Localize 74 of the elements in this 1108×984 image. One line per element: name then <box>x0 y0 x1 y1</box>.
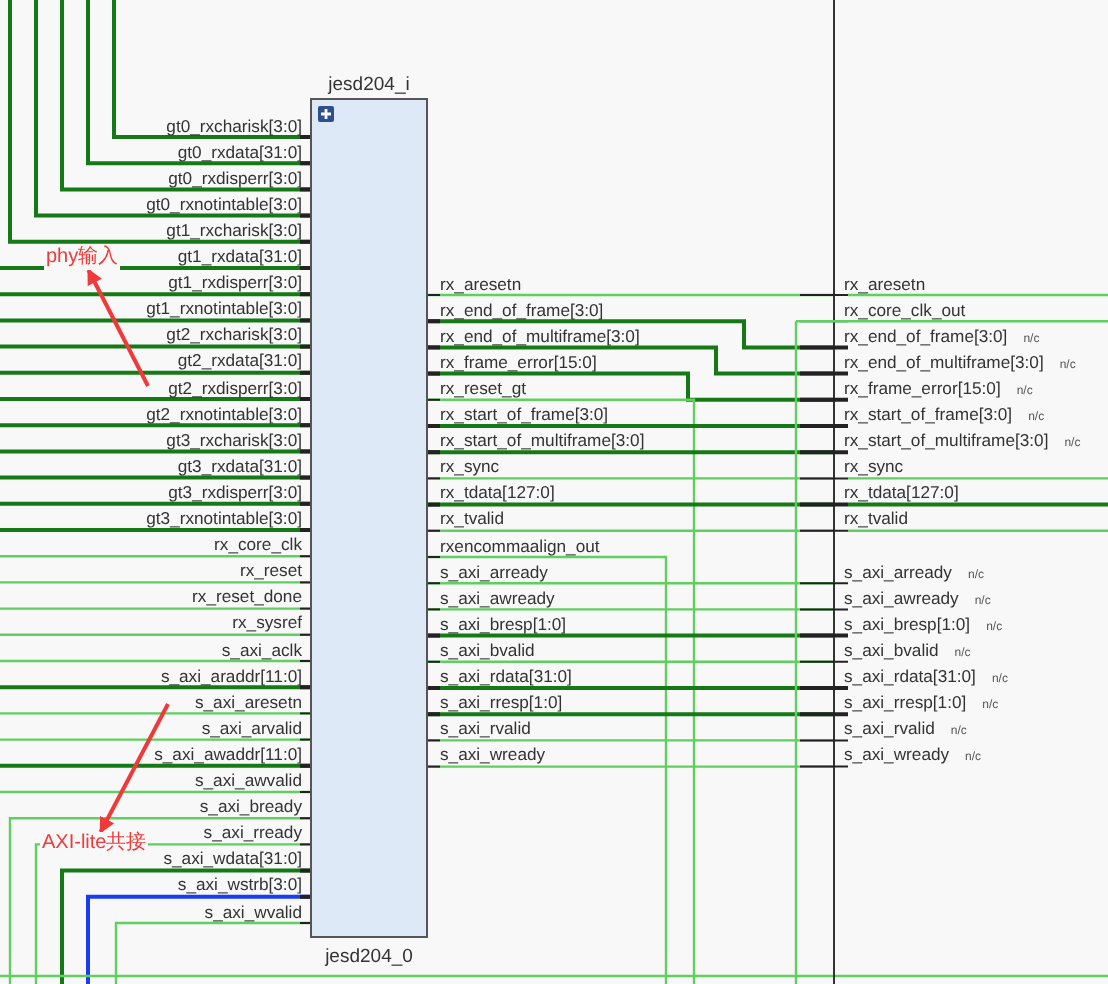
pin-label: gt1_rxdisperr[3:0] <box>168 272 302 295</box>
pin-label: gt3_rxcharisk[3:0] <box>166 429 302 452</box>
pin-label: gt0_rxcharisk[3:0] <box>166 115 302 137</box>
pin-label: rx_start_of_frame[3:0] <box>440 404 609 426</box>
pin-label: rx_tvalid <box>440 508 504 531</box>
pin-label: rx_aresetn <box>440 273 522 295</box>
pin-label: rx_frame_error[15:0] <box>440 351 597 374</box>
pin-label: rx_core_clk <box>214 534 302 557</box>
pin-label: s_axi_bvalid <box>440 639 535 662</box>
pin-label: gt0_rxdata[31:0] <box>177 141 302 164</box>
pin-label: rx_reset_gt <box>440 377 526 400</box>
pin-label: s_axi_awaddr[11:0] <box>154 743 302 766</box>
pin-label: s_axi_awready <box>440 587 555 610</box>
pin-label: s_axi_rdata[31:0] <box>440 666 572 688</box>
pin-label: gt2_rxnotintable[3:0] <box>146 403 302 426</box>
pin-label: s_axi_wstrb[3:0] <box>177 874 302 897</box>
port-label: s_axi_rresp[1:0] <box>844 692 967 713</box>
pin-label: s_axi_arready <box>440 561 548 584</box>
pin-label: gt2_rxdisperr[3:0] <box>168 377 302 399</box>
port-label: rx_end_of_multiframe[3:0] <box>844 351 1044 372</box>
port-label: s_axi_arready <box>844 561 952 582</box>
pin-label: s_axi_bready <box>199 796 302 819</box>
pin-label: rx_sync <box>440 456 500 479</box>
port-label: rx_start_of_frame[3:0] <box>844 404 1013 424</box>
port-label: rx_tvalid <box>844 508 908 529</box>
pin-label: s_axi_wready <box>440 744 546 767</box>
pin-label: gt1_rxcharisk[3:0] <box>166 219 302 242</box>
pin-label: s_axi_rvalid <box>440 718 531 741</box>
annotation-text: phy输入 <box>44 246 121 270</box>
pin-label: gt0_rxnotintable[3:0] <box>146 193 302 216</box>
pin-label: gt2_rxdata[31:0] <box>177 350 302 373</box>
port-label: s_axi_bresp[1:0] <box>844 613 971 634</box>
port-label: s_axi_wready <box>844 744 950 765</box>
pin-label: s_axi_awvalid <box>194 770 302 792</box>
block-name: jesd204_i <box>328 74 410 96</box>
pin-label: s_axi_rready <box>203 822 302 845</box>
port-label: rx_sync <box>844 456 904 477</box>
pin-label: rx_end_of_multiframe[3:0] <box>440 325 640 348</box>
pin-label: s_axi_aclk <box>221 639 302 661</box>
pin-label: rx_sysref <box>232 612 302 635</box>
pin-label: s_axi_aresetn <box>194 691 302 714</box>
pin-label: s_axi_rresp[1:0] <box>440 692 563 715</box>
pin-label: gt3_rxdata[31:0] <box>177 455 302 478</box>
pin-label: s_axi_arvalid <box>201 717 302 740</box>
pin-label: rx_reset_done <box>192 586 302 609</box>
port-label: rx_core_clk_out <box>844 299 966 320</box>
pin-label: rxencommaalign_out <box>440 535 600 557</box>
pin-label: gt1_rxdata[31:0] <box>177 246 302 268</box>
pin-label: gt3_rxnotintable[3:0] <box>146 508 302 530</box>
port-label: s_axi_rdata[31:0] <box>844 666 976 686</box>
pin-label: s_axi_wvalid <box>204 901 302 923</box>
pin-label: gt3_rxdisperr[3:0] <box>168 481 302 504</box>
pin-label: rx_end_of_frame[3:0] <box>440 299 604 322</box>
port-label: rx_aresetn <box>844 273 926 293</box>
annotation-text: AXI-lite共接 <box>40 832 149 856</box>
port-label: rx_frame_error[15:0] <box>844 377 1001 398</box>
arrow <box>86 268 150 387</box>
port-label: s_axi_bvalid <box>844 639 939 660</box>
pin-label: rx_tdata[127:0] <box>440 482 555 505</box>
pin-label: s_axi_araddr[11:0] <box>160 665 302 688</box>
block-name: jesd204_0 <box>325 946 413 968</box>
pin-label: s_axi_bresp[1:0] <box>440 613 567 636</box>
arrow <box>98 703 170 834</box>
pin-label: gt2_rxcharisk[3:0] <box>166 324 302 347</box>
pin-label: rx_reset <box>239 560 302 583</box>
port-label: s_axi_rvalid <box>844 718 935 739</box>
pin-label: gt0_rxdisperr[3:0] <box>168 167 302 190</box>
pin-label: gt1_rxnotintable[3:0] <box>146 298 302 321</box>
port-label: rx_tdata[127:0] <box>844 482 959 503</box>
port-label: s_axi_awready <box>844 587 959 608</box>
pin-label: s_axi_wdata[31:0] <box>163 848 302 871</box>
port-label: rx_end_of_frame[3:0] <box>844 325 1008 346</box>
pin-label: rx_start_of_multiframe[3:0] <box>440 430 645 453</box>
port-label: rx_start_of_multiframe[3:0] <box>844 430 1049 451</box>
